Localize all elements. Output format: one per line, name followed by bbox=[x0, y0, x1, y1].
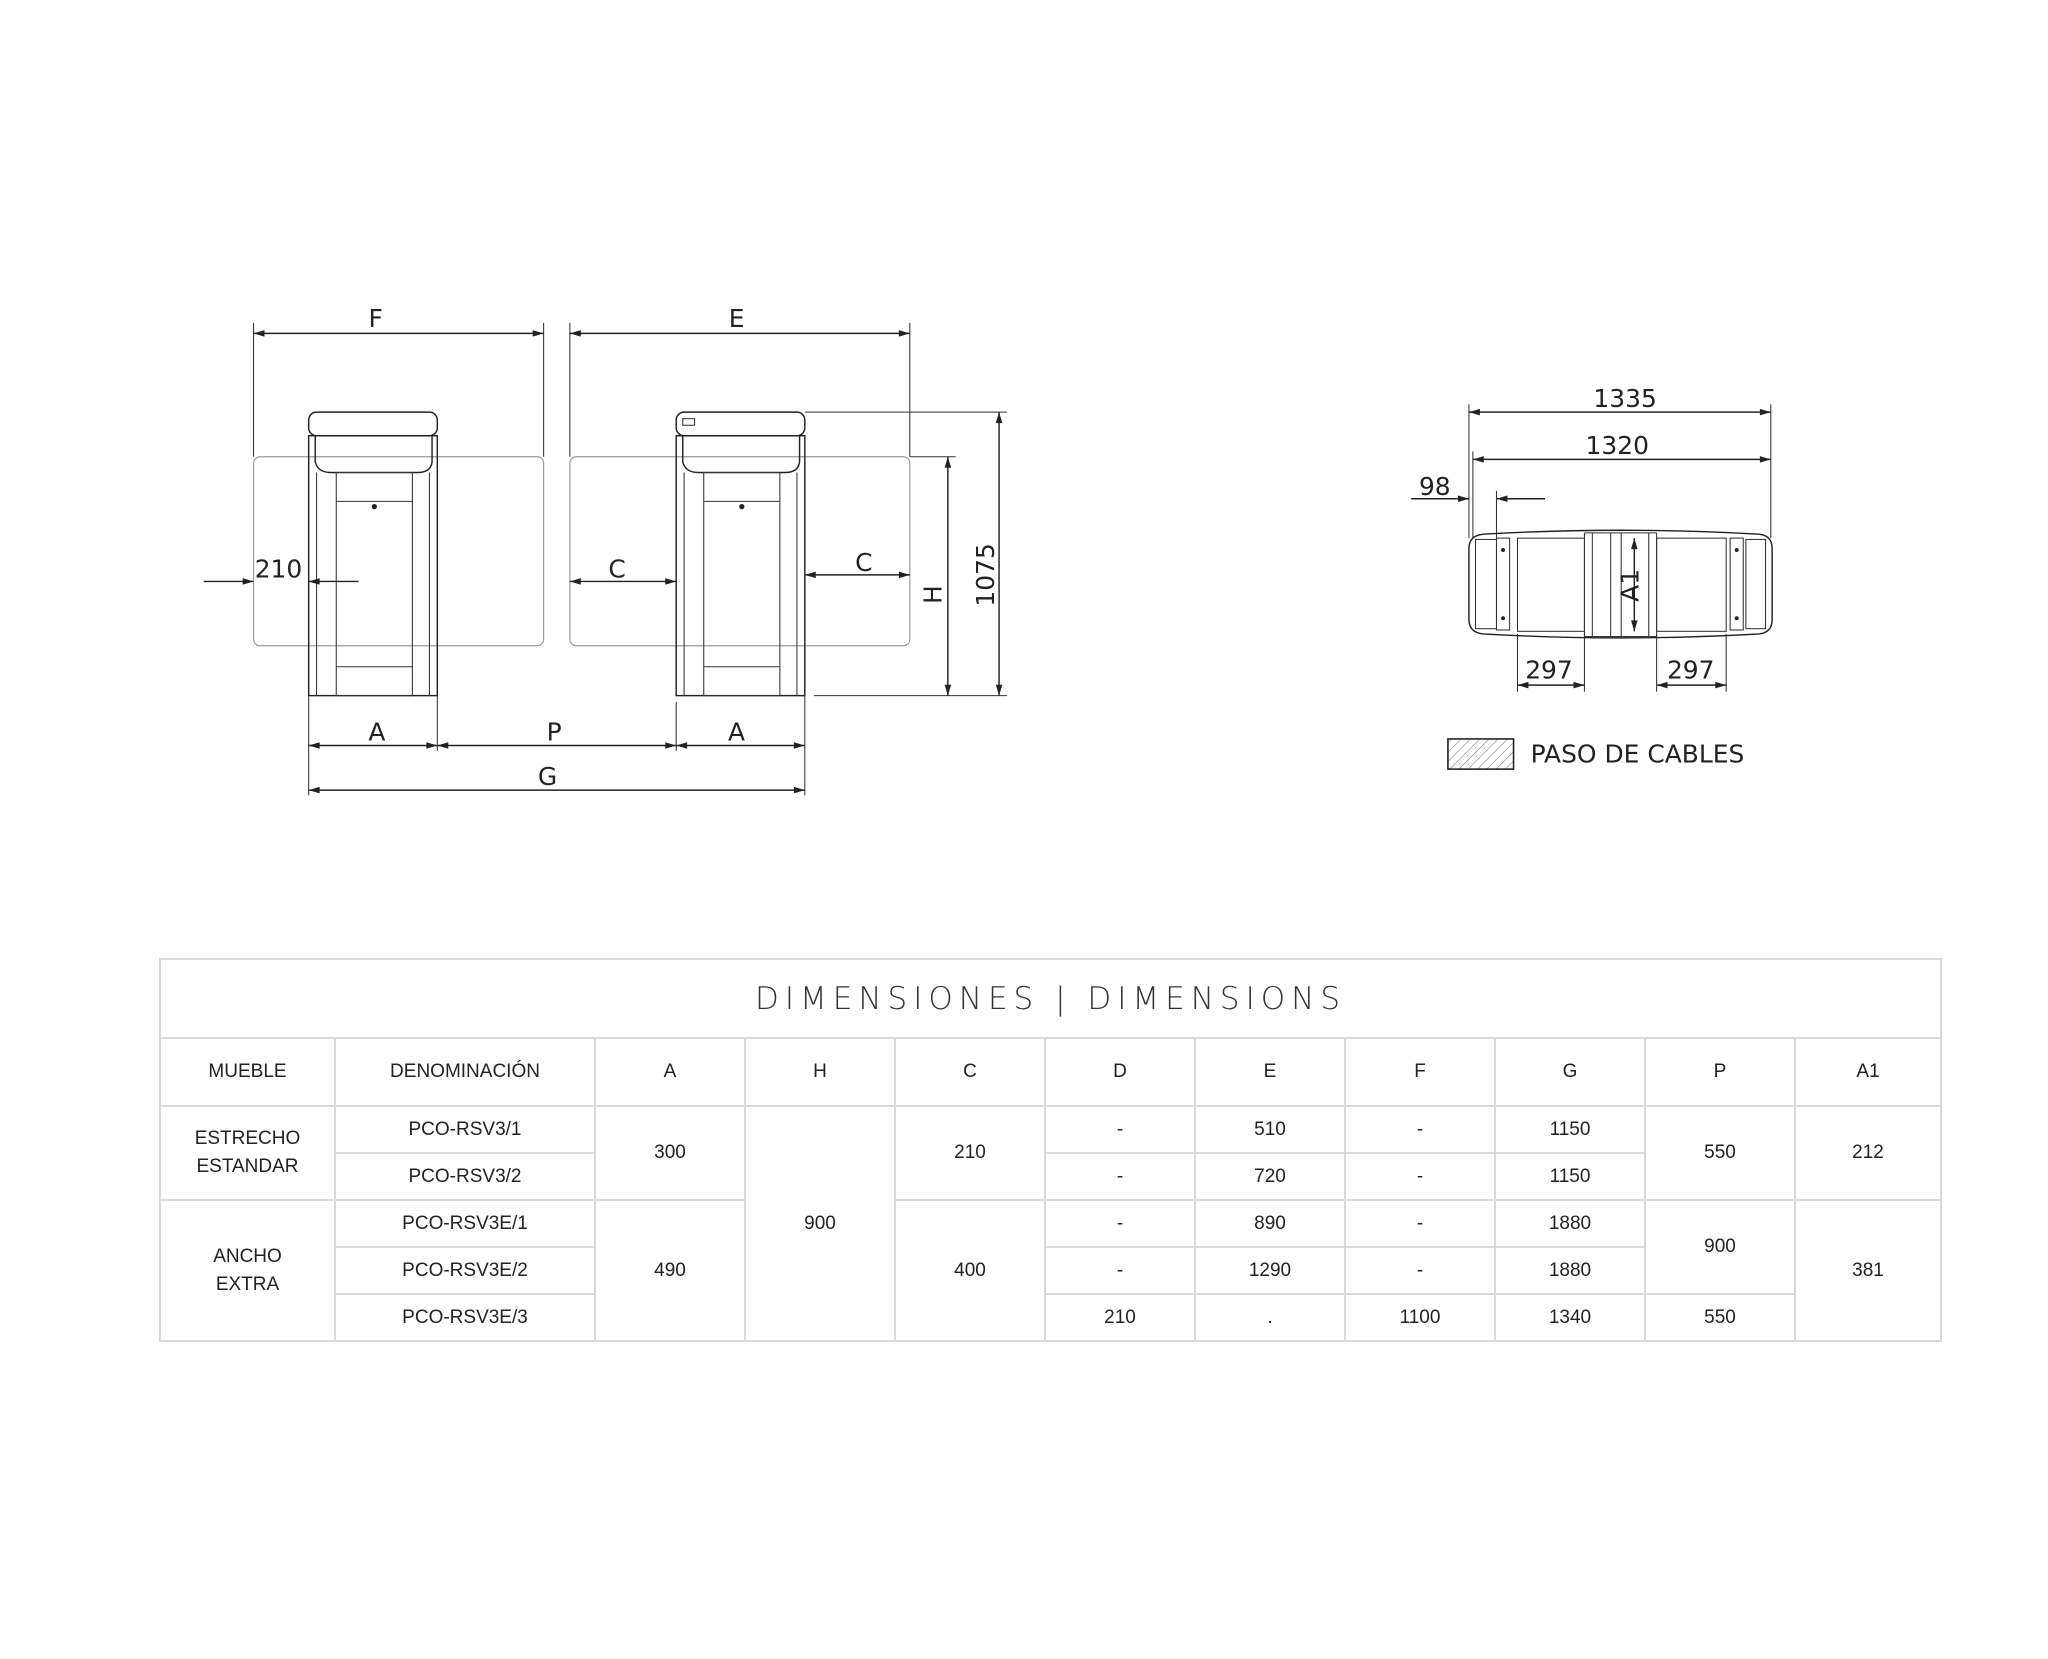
label-A-right: A bbox=[728, 717, 745, 746]
col-header: F bbox=[1344, 1037, 1496, 1107]
mueble-line: EXTRA bbox=[215, 1273, 280, 1295]
top-view: 1335 1320 98 A1 297 297 PASO DE CABLES bbox=[1411, 384, 1773, 770]
cell-P: 900 bbox=[1644, 1199, 1796, 1295]
cell-G: 1150 bbox=[1494, 1105, 1646, 1154]
table-row: PCO-RSV3E/3 210 . 1100 1340 550 bbox=[160, 1293, 1941, 1342]
cell-E: . bbox=[1194, 1293, 1346, 1342]
dimensions-table: DIMENSIONES | DIMENSIONS MUEBLE DENOMINA… bbox=[158, 958, 1943, 1342]
right-flap-panel bbox=[569, 456, 911, 647]
cell-G: 1880 bbox=[1494, 1199, 1646, 1248]
cell-A1: 381 bbox=[1793, 1199, 1943, 1342]
mueble-cell: ESTRECHO ESTANDAR bbox=[159, 1105, 336, 1201]
legend: PASO DE CABLES bbox=[1447, 738, 1745, 770]
label-P: P bbox=[547, 717, 562, 746]
cable-passage-hatch bbox=[1745, 538, 1767, 630]
label-1320: 1320 bbox=[1586, 431, 1649, 460]
cell-C: 400 bbox=[894, 1199, 1046, 1342]
table-row: PCO-RSV3E/2 - 1290 - 1880 bbox=[160, 1246, 1941, 1295]
cell-A: 300 bbox=[594, 1105, 746, 1201]
col-header: E bbox=[1194, 1037, 1346, 1107]
cell-C: 210 bbox=[894, 1105, 1046, 1201]
cell-E: 890 bbox=[1194, 1199, 1346, 1248]
label-1075: 1075 bbox=[971, 543, 1000, 606]
label-H: H bbox=[918, 585, 947, 604]
label-G: G bbox=[538, 762, 557, 791]
label-297-left: 297 bbox=[1525, 656, 1573, 685]
cell-F: 1100 bbox=[1344, 1293, 1496, 1342]
cell-F: - bbox=[1344, 1152, 1496, 1201]
cell-H: 900 bbox=[744, 1105, 896, 1342]
col-header: DENOMINACIÓN bbox=[334, 1037, 596, 1107]
denominacion-cell: PCO-RSV3/1 bbox=[334, 1105, 596, 1154]
label-297-right: 297 bbox=[1667, 656, 1715, 685]
mueble-cell: ANCHO EXTRA bbox=[159, 1199, 336, 1342]
table-row: PCO-RSV3/2 - 720 - 1150 bbox=[160, 1152, 1941, 1201]
cell-D: 210 bbox=[1044, 1293, 1196, 1342]
cell-A1: 212 bbox=[1793, 1105, 1943, 1201]
cell-F: - bbox=[1344, 1199, 1496, 1248]
col-header: P bbox=[1644, 1037, 1796, 1107]
col-header: D bbox=[1044, 1037, 1196, 1107]
label-A1: A1 bbox=[1615, 569, 1644, 602]
denominacion-cell: PCO-RSV3/2 bbox=[334, 1152, 596, 1201]
cell-E: 510 bbox=[1194, 1105, 1346, 1154]
cell-P: 550 bbox=[1644, 1105, 1796, 1201]
cell-A: 490 bbox=[594, 1199, 746, 1342]
col-header: G bbox=[1494, 1037, 1646, 1107]
cell-F: - bbox=[1344, 1246, 1496, 1295]
cell-G: 1880 bbox=[1494, 1246, 1646, 1295]
cable-passage-hatch bbox=[1656, 537, 1727, 632]
left-flap-panel bbox=[252, 456, 545, 647]
label-1335: 1335 bbox=[1593, 384, 1656, 413]
denominacion-cell: PCO-RSV3E/1 bbox=[334, 1199, 596, 1248]
cable-passage-hatch bbox=[1516, 537, 1585, 632]
table-row: ANCHO EXTRA PCO-RSV3E/1 490 400 - 890 - 1… bbox=[159, 1199, 1943, 1342]
legend-label: PASO DE CABLES bbox=[1531, 740, 1745, 769]
cell-G: 1340 bbox=[1494, 1293, 1646, 1342]
mueble-line: ESTRECHO bbox=[194, 1128, 301, 1149]
front-view: F E 210 C C H 1075 A P A G bbox=[203, 304, 1007, 796]
col-header: A bbox=[594, 1037, 746, 1107]
header-row: MUEBLE DENOMINACIÓN A H C D E F G P A1 bbox=[159, 1037, 1943, 1107]
cell-E: 1290 bbox=[1194, 1246, 1346, 1295]
cable-passage-hatch bbox=[1474, 538, 1498, 630]
mueble-line: ANCHO bbox=[213, 1245, 282, 1267]
label-210: 210 bbox=[255, 555, 303, 584]
label-C-right: C bbox=[855, 548, 872, 577]
label-C-left: C bbox=[608, 555, 625, 584]
left-cabinet bbox=[307, 411, 439, 697]
cell-F: - bbox=[1344, 1105, 1496, 1154]
cell-D: - bbox=[1044, 1246, 1196, 1295]
label-98: 98 bbox=[1419, 472, 1451, 501]
cell-E: 720 bbox=[1194, 1152, 1346, 1201]
denominacion-cell: PCO-RSV3E/2 bbox=[334, 1246, 596, 1295]
base-outline bbox=[1468, 529, 1773, 639]
cell-D: - bbox=[1044, 1152, 1196, 1201]
table-title: DIMENSIONES | DIMENSIONS bbox=[158, 958, 1943, 1039]
col-header: MUEBLE bbox=[159, 1037, 336, 1107]
right-cabinet bbox=[675, 411, 806, 697]
cell-D: - bbox=[1044, 1199, 1196, 1248]
cell-G: 1150 bbox=[1494, 1152, 1646, 1201]
col-header: A1 bbox=[1793, 1037, 1943, 1107]
label-E: E bbox=[729, 304, 745, 333]
label-F: F bbox=[368, 304, 382, 333]
label-A-left: A bbox=[368, 717, 385, 746]
cell-P: 550 bbox=[1644, 1293, 1796, 1342]
cell-D: - bbox=[1044, 1105, 1196, 1154]
hatch-swatch-icon bbox=[1447, 738, 1515, 770]
mueble-line: ESTANDAR bbox=[196, 1156, 299, 1177]
denominacion-cell: PCO-RSV3E/3 bbox=[334, 1293, 596, 1342]
col-header: H bbox=[744, 1037, 896, 1107]
col-header: C bbox=[894, 1037, 1046, 1107]
